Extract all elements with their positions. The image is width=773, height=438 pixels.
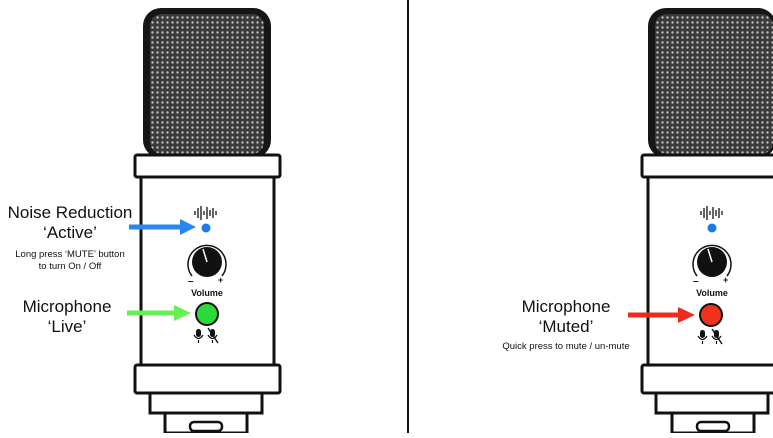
mute-button-led[interactable] bbox=[196, 303, 218, 325]
volume-label: Volume bbox=[183, 288, 231, 298]
collar-ring-left bbox=[135, 155, 280, 177]
knob-minus: – bbox=[693, 276, 699, 287]
microphone-live-state: ‘Live’ bbox=[10, 316, 124, 337]
microphone-live-title: Microphone bbox=[10, 296, 124, 317]
noise-reduction-hint-line1: Long press ‘MUTE’ button bbox=[4, 249, 136, 261]
noise-reduction-hint-line2: to turn On / Off bbox=[4, 261, 136, 273]
microphone-muted-hint: Quick press to mute / un-mute bbox=[476, 341, 656, 353]
knob-minus: – bbox=[188, 276, 194, 287]
mute-button-led[interactable] bbox=[700, 304, 722, 326]
noise-reduction-led bbox=[708, 224, 717, 233]
mount-right bbox=[656, 393, 768, 413]
microphone-muted-title: Microphone bbox=[508, 296, 624, 317]
microphone-muted-state: ‘Muted’ bbox=[508, 316, 624, 337]
mount-left bbox=[150, 393, 262, 413]
knob-plus: + bbox=[723, 275, 728, 285]
microphone-left: – + bbox=[127, 8, 280, 433]
noise-reduction-title: Noise Reduction bbox=[4, 202, 136, 223]
base-ring-right bbox=[642, 365, 773, 393]
mesh-grille-right bbox=[655, 14, 773, 154]
mesh-grille-left bbox=[150, 14, 264, 154]
noise-reduction-led bbox=[202, 224, 211, 233]
knob-plus: + bbox=[218, 275, 223, 285]
noise-reduction-state: ‘Active’ bbox=[4, 222, 136, 243]
panel-divider bbox=[407, 0, 409, 433]
collar-ring-right bbox=[642, 155, 773, 177]
microphone-right: – + bbox=[628, 8, 773, 433]
base-ring-left bbox=[135, 365, 280, 393]
volume-label: Volume bbox=[688, 288, 736, 298]
